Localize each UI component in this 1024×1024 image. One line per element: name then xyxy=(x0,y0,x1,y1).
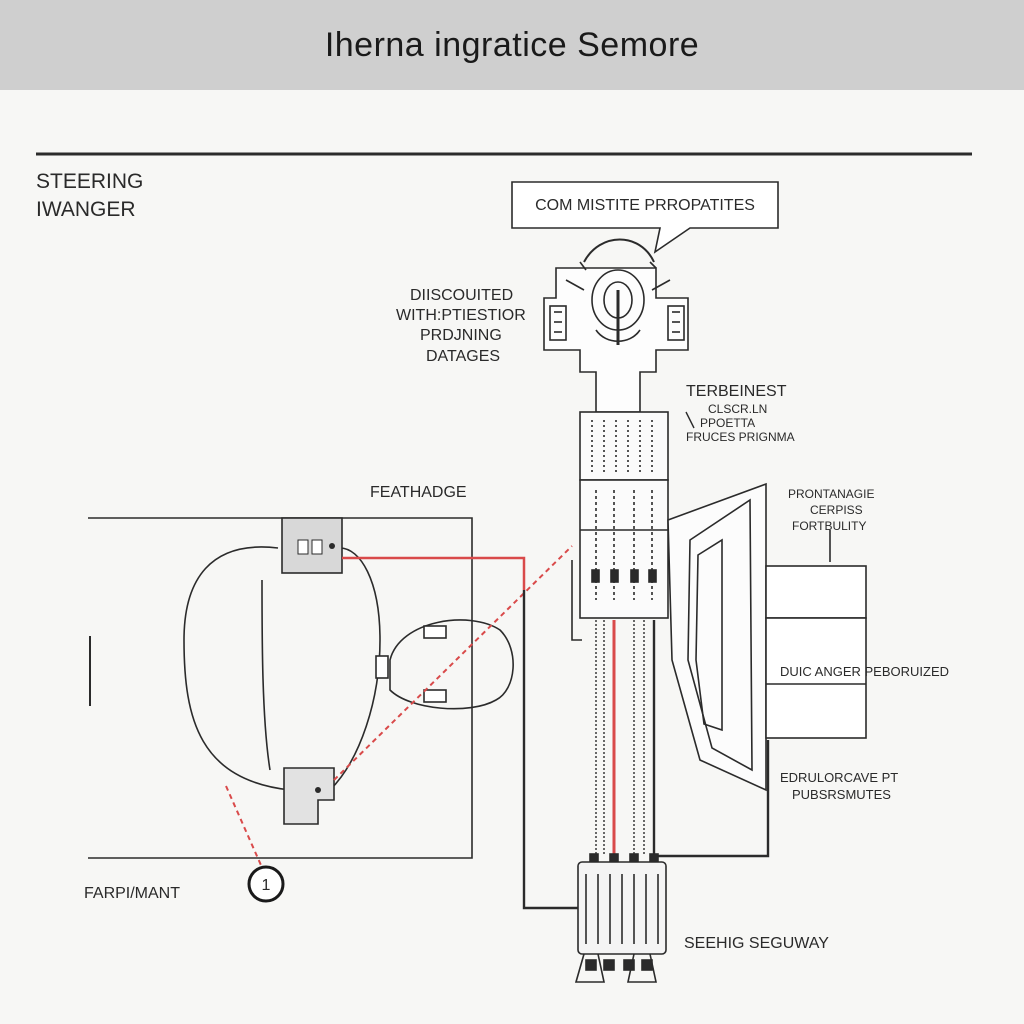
steering-head-module xyxy=(543,238,689,413)
junction-box-top xyxy=(281,517,343,574)
feathadge-label: FEATHADGE xyxy=(370,484,467,501)
callout-label: COM MISTITE PRROPATITES xyxy=(535,197,755,214)
farpi-label: FARPI/MANT xyxy=(84,885,180,902)
numbered-marker-circle xyxy=(247,865,285,903)
terbeinest-label: TERBEINEST xyxy=(686,383,787,400)
discouited-label-1: DIISCOUITED xyxy=(410,287,513,304)
discouited-label-2: WITH:PTIESTIOR xyxy=(396,307,526,324)
junction-box-bottom xyxy=(283,767,335,825)
cuscr-label-2: PPOETTA xyxy=(700,416,755,430)
title-bar: Iherna ingratice Semore xyxy=(0,0,1024,90)
terbeinest-pointer xyxy=(685,411,695,429)
duic-label: DUIC ANGER PEBORUIZED xyxy=(780,664,949,679)
numbered-marker-label: 1 xyxy=(262,877,271,894)
cuscr-label-3: FRUCES PRIGNMA xyxy=(686,430,795,444)
steering-label-line1: STEERING xyxy=(36,170,143,193)
left-frame xyxy=(88,517,514,859)
prontanagie-label-3: FORTBULITY xyxy=(792,519,866,533)
steering-column xyxy=(571,411,669,641)
right-side-unit xyxy=(667,482,867,792)
discouited-label-4: DATAGES xyxy=(426,348,500,365)
edrul-label-1: EDRULORCAVE PT xyxy=(780,770,898,785)
edrul-label-2: PUBSRSMUTES xyxy=(792,787,891,802)
discouited-label-3: PRDJNING xyxy=(420,327,502,344)
prontanagie-label-1: PRONTANAGIE xyxy=(788,487,874,501)
steering-label-line2: IWANGER xyxy=(36,198,136,221)
red-wiring xyxy=(225,545,616,873)
seehig-label: SEEHIG SEGUWAY xyxy=(684,935,829,952)
cuscr-label-1: CLSCR.LN xyxy=(708,402,767,416)
page-title: Iherna ingratice Semore xyxy=(324,25,700,64)
callout-box xyxy=(511,181,779,254)
connector-module xyxy=(574,853,667,983)
prontanagie-label-2: CERPISS xyxy=(810,503,863,517)
